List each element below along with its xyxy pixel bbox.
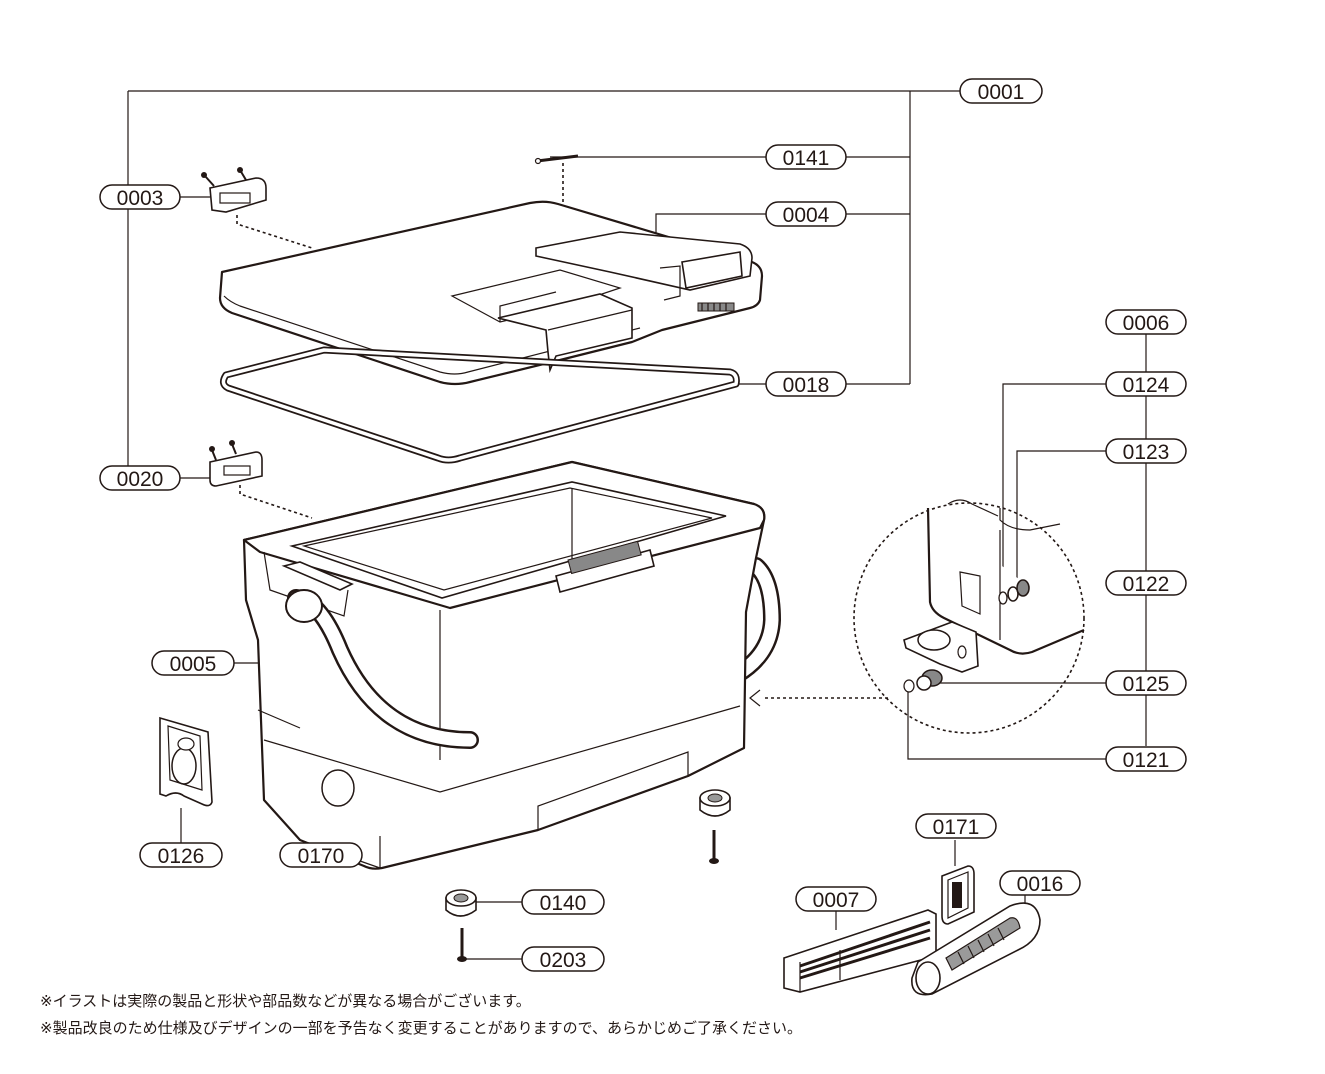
svg-text:0007: 0007 — [813, 889, 860, 912]
svg-text:0001: 0001 — [978, 81, 1025, 104]
svg-text:0126: 0126 — [158, 845, 205, 868]
hinge-0020 — [209, 440, 263, 487]
svg-text:0141: 0141 — [783, 147, 830, 170]
svg-text:0004: 0004 — [783, 204, 830, 227]
label-0003: 0003 — [99, 184, 181, 210]
grip-ridges — [957, 927, 1005, 965]
label-0123: 0123 — [1105, 438, 1187, 464]
lid-grille-lines — [701, 303, 727, 311]
svg-text:0018: 0018 — [783, 374, 830, 397]
svg-text:0124: 0124 — [1123, 374, 1170, 397]
label-0020: 0020 — [99, 465, 181, 491]
note-spec-change: ※製品改良のため仕様及びデザインの一部を予告なく変更することがありますので、あら… — [40, 1019, 802, 1037]
leader-lines — [127, 90, 1147, 960]
label-0122: 0122 — [1105, 570, 1187, 596]
svg-text:0140: 0140 — [540, 892, 587, 915]
svg-text:0203: 0203 — [540, 949, 587, 972]
svg-text:0122: 0122 — [1123, 573, 1170, 596]
grip-0016 — [911, 902, 1041, 996]
svg-text:0003: 0003 — [117, 187, 164, 210]
svg-text:0020: 0020 — [117, 468, 164, 491]
cooler-body — [242, 460, 782, 870]
label-0126: 0126 — [139, 842, 223, 868]
note-illustration: ※イラストは実際の製品と形状や部品数などが異なる場合がございます。 — [40, 992, 531, 1010]
label-0203: 0203 — [521, 946, 605, 972]
svg-text:0125: 0125 — [1123, 673, 1170, 696]
label-0004: 0004 — [765, 201, 847, 227]
lid — [218, 200, 764, 386]
foot-left — [445, 889, 477, 962]
svg-text:0005: 0005 — [170, 653, 217, 676]
label-0006: 0006 — [1105, 309, 1187, 335]
label-0125: 0125 — [1105, 670, 1187, 696]
drain-detail — [853, 499, 1085, 734]
svg-text:0170: 0170 — [298, 845, 345, 868]
label-0141: 0141 — [765, 144, 847, 170]
part-labels: 0001 0141 0003 0004 0018 0020 0006 0124 — [99, 78, 1187, 972]
disclaimer-notes: ※イラストは実際の製品と形状や部品数などが異なる場合がございます。 ※製品改良の… — [40, 988, 802, 1042]
hinge-0003 — [201, 167, 267, 213]
gasket — [219, 346, 740, 464]
label-0005: 0005 — [151, 650, 235, 676]
bracket-0126 — [159, 716, 213, 807]
svg-text:0123: 0123 — [1123, 441, 1170, 464]
svg-text:0121: 0121 — [1123, 749, 1170, 772]
svg-text:0171: 0171 — [933, 816, 980, 839]
label-0170: 0170 — [279, 842, 363, 868]
pin-0141 — [534, 154, 579, 165]
svg-text:0016: 0016 — [1017, 873, 1064, 896]
foot-right — [699, 789, 731, 864]
label-0140: 0140 — [521, 889, 605, 915]
label-0121: 0121 — [1105, 746, 1187, 772]
label-0124: 0124 — [1105, 371, 1187, 397]
label-0001: 0001 — [959, 78, 1043, 104]
svg-text:0006: 0006 — [1123, 312, 1170, 335]
label-0016: 0016 — [999, 870, 1081, 896]
label-0171: 0171 — [915, 813, 997, 839]
label-0007: 0007 — [795, 886, 877, 912]
label-0018: 0018 — [765, 371, 847, 397]
buckle-0171 — [941, 865, 975, 925]
divider-0007 — [783, 909, 937, 993]
